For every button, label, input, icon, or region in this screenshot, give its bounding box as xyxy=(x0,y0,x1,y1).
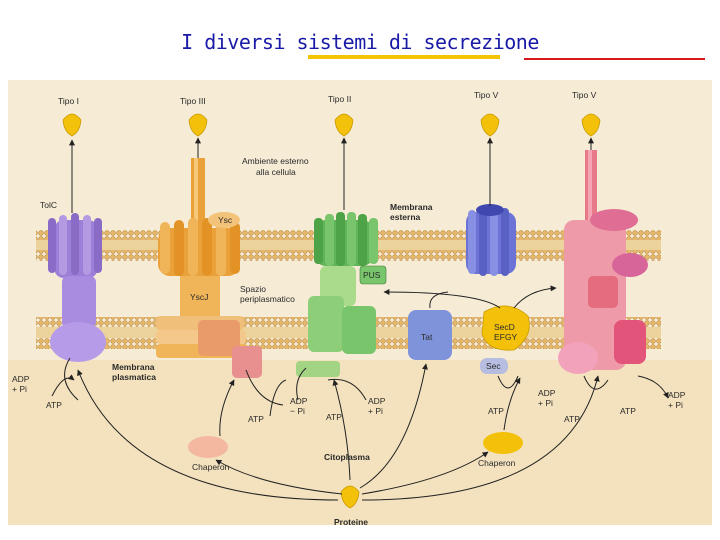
type5-protein-2 xyxy=(581,113,601,137)
type5-system-2 xyxy=(558,150,669,399)
label-tipo3: Tipo III xyxy=(180,96,206,106)
label-pus: PUS xyxy=(363,270,381,280)
type2-system xyxy=(296,212,387,401)
type3-protein xyxy=(188,113,208,137)
secd-to-periplasm-arrow xyxy=(383,289,501,309)
sec-complex xyxy=(480,358,508,374)
label-adp-1: ADP xyxy=(12,374,30,384)
secd-to-type5-arrow xyxy=(513,285,557,309)
type5-system-1 xyxy=(466,204,516,276)
label-atp-4: ATP xyxy=(488,406,504,416)
label-pi-5: + Pi xyxy=(668,400,683,410)
label-yscj: YscJ xyxy=(190,292,208,302)
label-pi-3: + Pi xyxy=(368,406,383,416)
label-spazio-1: Spazio xyxy=(240,284,266,294)
protein-to-type5-arrow xyxy=(361,375,600,501)
type3-system xyxy=(156,158,284,406)
label-tipo1: Tipo I xyxy=(58,96,79,106)
type1-protein xyxy=(62,113,82,137)
label-proteine: Proteine xyxy=(334,517,368,525)
label-tat: Tat xyxy=(421,332,433,342)
label-secd-1: SecD xyxy=(494,322,515,332)
label-pi-2: − Pi xyxy=(290,406,305,416)
type1-system xyxy=(48,213,106,401)
protein-to-type2-arrow xyxy=(332,379,351,481)
protein-to-type1-arrow xyxy=(77,369,339,501)
label-membrana-plasmatica-2: plasmatica xyxy=(112,372,156,382)
label-tolc: TolC xyxy=(40,200,57,210)
label-atp-5: ATP xyxy=(564,414,580,424)
secd-complex xyxy=(481,305,530,351)
label-adp-5: ADP xyxy=(668,390,686,400)
label-tipo5b: Tipo V xyxy=(572,90,597,100)
tat-complex xyxy=(408,310,452,360)
label-pi-1: + Pi xyxy=(12,384,27,394)
label-chaperon-2: Chaperon xyxy=(478,458,516,468)
label-membrana-esterna-1: Membrana xyxy=(390,202,433,212)
label-tipo5a: Tipo V xyxy=(474,90,499,100)
label-atp-1: ATP xyxy=(46,400,62,410)
type2-protein xyxy=(334,113,354,137)
tat-to-periplasm-arrow xyxy=(429,291,449,309)
label-tipo2: Tipo II xyxy=(328,94,351,104)
label-ysc: Ysc xyxy=(218,215,233,225)
type5-protein-1 xyxy=(480,113,500,137)
label-pi-4: + Pi xyxy=(538,398,553,408)
cytoplasm-area xyxy=(8,360,712,525)
protein-to-chaperon-arrow xyxy=(361,451,489,495)
title-underline-yellow xyxy=(308,55,500,59)
label-sec: Sec xyxy=(486,361,501,371)
label-chaperon-1: Chaperon xyxy=(192,462,230,472)
secretion-systems-diagram: Tipo I Tipo III Tipo II Tipo V Tipo V To… xyxy=(8,80,712,525)
type3-atp-cycle xyxy=(269,379,287,417)
label-membrana-esterna-2: esterna xyxy=(390,212,421,222)
label-membrana-plasmatica-1: Membrana xyxy=(112,362,155,372)
protein-to-type3-arrow xyxy=(215,459,343,495)
label-atp-2: ATP xyxy=(248,414,264,424)
type1-atp-cycle xyxy=(51,374,75,397)
slide-title: I diversi sistemi di secrezione xyxy=(181,30,539,54)
label-adp-4: ADP xyxy=(538,388,556,398)
chaperon-arrow-type5 xyxy=(503,377,521,431)
chaperon-left xyxy=(188,436,228,458)
label-ambiente-2: alla cellula xyxy=(256,167,296,177)
label-adp-2: ADP xyxy=(290,396,308,406)
label-ambiente-1: Ambiente esterno xyxy=(242,156,309,166)
chaperon-arrow-type3 xyxy=(219,379,235,437)
title-underline-red xyxy=(524,58,705,60)
label-atp-3: ATP xyxy=(326,412,342,422)
label-secd-2: EFGY xyxy=(494,332,517,342)
protein-to-tat-arrow xyxy=(359,363,428,489)
label-citoplasma: Citoplasma xyxy=(324,452,370,462)
chaperon-right xyxy=(483,432,523,454)
label-spazio-2: periplasmatico xyxy=(240,294,295,304)
label-adp-3: ADP xyxy=(368,396,386,406)
label-atp-6: ATP xyxy=(620,406,636,416)
cytoplasm-protein xyxy=(340,485,360,509)
